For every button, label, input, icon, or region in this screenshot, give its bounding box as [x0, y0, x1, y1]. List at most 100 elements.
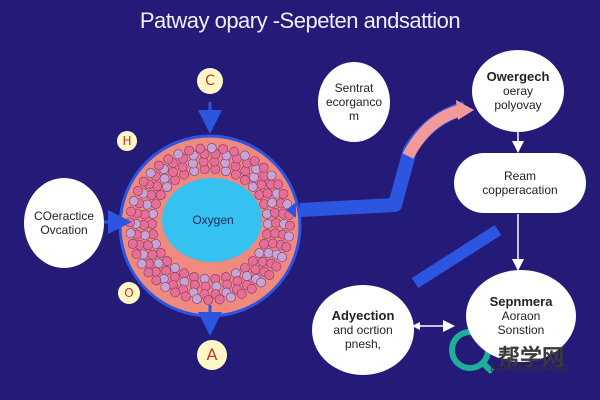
cell-bead — [273, 179, 284, 190]
cell-bead — [239, 150, 250, 161]
cell-bead — [155, 190, 166, 200]
letter-c-node: C — [197, 68, 223, 94]
cell-bead — [179, 268, 190, 279]
node-bottom-right-line2: Aoraon — [501, 309, 541, 323]
cell-bead — [270, 207, 280, 218]
cell-bead — [170, 175, 180, 185]
node-bottom-mid-line3: pnesh, — [344, 337, 382, 351]
cell-bead — [184, 145, 195, 156]
letter-h-node: H — [117, 131, 137, 151]
letter-o-node: O — [118, 282, 140, 304]
cell-bead — [148, 208, 158, 219]
cell-bead — [246, 283, 257, 294]
cell-core-label: Oxygen — [192, 213, 234, 227]
cell-bead — [192, 294, 202, 304]
cell-bead — [136, 258, 147, 269]
cell-bead — [145, 168, 156, 178]
cell-bead — [258, 162, 269, 173]
node-top-mid-line2: ecorganco — [325, 95, 383, 109]
cell-bead — [236, 288, 247, 299]
cell-bead — [160, 282, 171, 292]
arrow-into-cell-head — [286, 202, 296, 218]
cell-bead — [250, 264, 261, 275]
cell-bead — [125, 217, 135, 228]
node-left-line1: COeractice — [33, 209, 95, 223]
cell-bead — [127, 238, 138, 249]
cell-bead — [262, 188, 273, 199]
cell-bead — [143, 267, 154, 278]
cell-bead — [225, 292, 236, 303]
cell-bead — [161, 265, 171, 276]
cell-bead — [128, 196, 139, 206]
cell-bead — [259, 239, 269, 249]
cell-bead — [230, 169, 241, 180]
cell-bead — [266, 170, 277, 181]
cell-bead — [240, 263, 250, 273]
cell-bead — [256, 277, 266, 288]
cell-bead — [214, 294, 225, 305]
cell-bead — [133, 186, 143, 196]
cell-bead — [146, 190, 157, 200]
cell-bead — [271, 261, 282, 272]
cell-bead — [151, 275, 162, 286]
cell-bead — [281, 242, 292, 252]
node-top-right-line2: oeray — [502, 84, 534, 98]
cell-bead — [264, 270, 275, 280]
diagonal-arrow — [411, 224, 502, 289]
cell-bead — [206, 143, 217, 153]
cell-bead — [282, 199, 293, 210]
cell-bead — [203, 295, 214, 305]
node-mid-right-line1: Ream — [503, 169, 536, 183]
cell-bead — [140, 230, 150, 241]
node-mid-right-ream: Ream copperacation — [454, 153, 586, 213]
node-top-right-line3: polyovay — [494, 98, 542, 112]
cell-bead — [138, 176, 149, 187]
node-top-right-overgech: Owergech oeray polyovay — [472, 50, 564, 132]
cell-bead — [173, 149, 184, 160]
cell-bead — [131, 249, 142, 259]
node-bottom-right-line1: Sepnmera — [489, 294, 553, 309]
arrow-bottom-back-head — [412, 322, 420, 330]
cell-bead — [249, 172, 259, 183]
cell-bead — [278, 189, 289, 199]
cell-bead — [229, 146, 240, 157]
cell-bead — [163, 154, 174, 165]
cell-bead — [152, 181, 163, 192]
cell-bead — [162, 181, 173, 192]
watermark-subtext: BANGYUNWANG — [490, 364, 569, 374]
watermark-emblem-tail — [479, 359, 495, 375]
cell-bead — [154, 160, 164, 171]
cell-bead — [142, 199, 153, 210]
cell-bead — [284, 231, 294, 242]
cell-bead — [256, 179, 267, 190]
node-left-line2: Ovcation — [40, 223, 88, 237]
page-title: Patway opary -Sepeten andsattion — [139, 8, 461, 33]
cell-bead — [168, 167, 178, 177]
cell-bead — [126, 206, 136, 217]
watermark-text: 帮学网 — [498, 346, 565, 371]
cell-bead — [240, 175, 250, 185]
letter-a-node: A — [197, 340, 227, 370]
node-bottom-right-sepnmera: Sepnmera Aoraon Sonstion — [466, 270, 576, 362]
node-top-right-line1: Owergech — [486, 69, 550, 84]
curved-arrow-pink-head — [456, 100, 474, 120]
cell-bead — [285, 220, 295, 231]
cell-bead — [143, 240, 153, 251]
cell-bead — [147, 249, 158, 260]
cell-bead — [125, 228, 136, 239]
node-mid-right-line2: copperacation — [482, 183, 558, 197]
cell-bead — [247, 256, 258, 267]
cell-bead — [232, 276, 243, 286]
cell-bead — [170, 263, 180, 273]
node-top-mid-line1: Sentrat — [334, 81, 374, 95]
cell-bead — [257, 256, 268, 267]
cell-bead — [249, 156, 260, 166]
cell-bead — [151, 199, 161, 209]
node-top-sentrat: Sentrat ecorganco m — [318, 62, 390, 142]
cell-bead — [153, 258, 164, 269]
node-bottom-right-line3: Sonstion — [497, 323, 545, 337]
cell-bead — [177, 162, 188, 172]
cell-bead — [218, 144, 228, 154]
cell-bead — [262, 229, 272, 240]
